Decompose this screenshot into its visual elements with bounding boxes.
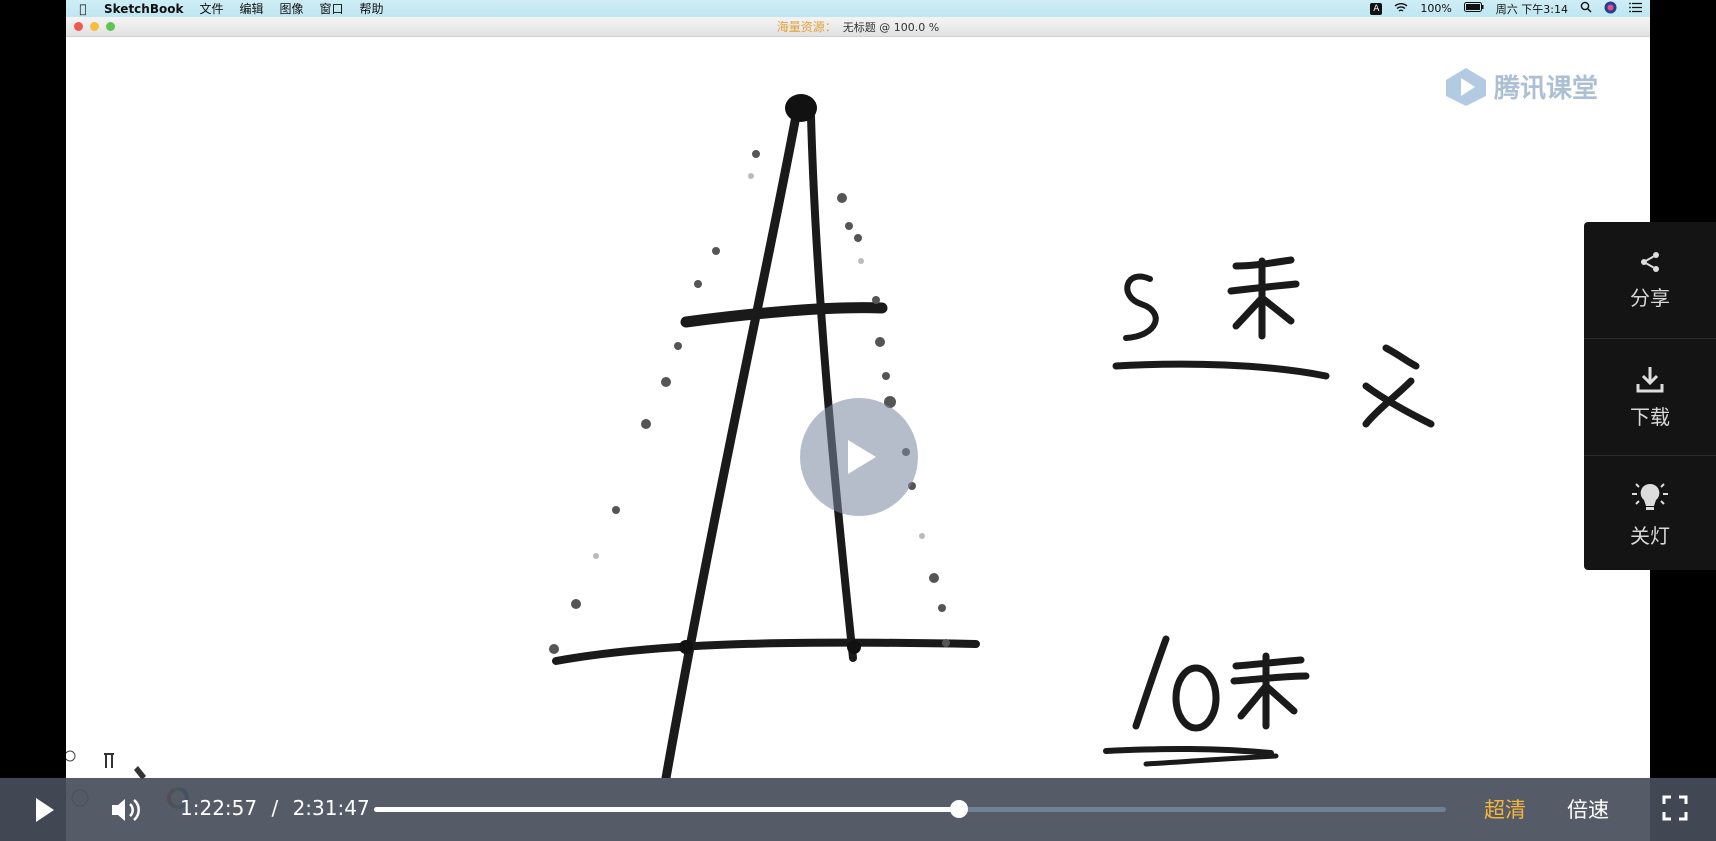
battery-icon[interactable] [1463, 2, 1484, 15]
mac-menubar:  SketchBook 文件 编辑 图像 窗口 帮助 A 100% 周六 下午… [66, 0, 1650, 17]
spotlight-search-icon[interactable] [1580, 1, 1592, 16]
close-window-button[interactable] [74, 22, 83, 31]
apple-icon[interactable]:  [72, 2, 94, 16]
menu-help[interactable]: 帮助 [359, 2, 384, 16]
download-label: 下载 [1630, 404, 1670, 429]
time-separator: / [271, 796, 279, 820]
volume-button[interactable] [110, 796, 144, 829]
progress-knob[interactable] [950, 800, 969, 818]
watermark-title-prefix: 海量资源： [776, 20, 837, 34]
time-display: 1:22:57 / 2:31:47 [180, 796, 370, 820]
siri-icon[interactable] [1604, 1, 1617, 17]
window-titlebar: 海量资源： 无标题 @ 100.0 % [66, 17, 1650, 37]
speed-selector[interactable]: 倍速 [1567, 798, 1609, 822]
share-button[interactable]: 分享 [1584, 222, 1716, 339]
notification-center-icon[interactable] [1629, 2, 1642, 16]
total-duration: 2:31:47 [292, 796, 370, 820]
tencent-classroom-watermark: 腾讯课堂 [1444, 66, 1598, 106]
tencent-classroom-logo-icon [1445, 68, 1486, 106]
fullscreen-icon [1662, 795, 1688, 821]
menu-window[interactable]: 窗口 [319, 2, 344, 16]
menu-file[interactable]: 文件 [199, 2, 224, 16]
wifi-icon[interactable] [1394, 2, 1408, 16]
handwritten-drawing [549, 94, 1435, 783]
play-icon [36, 798, 54, 822]
sketch-canvas[interactable]: 腾讯课堂 [66, 36, 1650, 809]
lights-off-button[interactable]: 关灯 [1584, 456, 1716, 572]
player-control-bar: 1:22:57 / 2:31:47 超清 倍速 [0, 778, 1716, 841]
gear-icon[interactable] [66, 750, 76, 762]
zoom-window-button[interactable] [106, 22, 115, 31]
fullscreen-button[interactable] [1662, 795, 1688, 826]
share-icon [1641, 251, 1659, 272]
volume-icon [112, 799, 140, 821]
center-play-button[interactable] [800, 398, 918, 516]
side-action-panel: 分享 下载 关灯 [1584, 222, 1716, 570]
minimize-window-button[interactable] [90, 22, 99, 31]
download-button[interactable]: 下载 [1584, 339, 1716, 456]
input-source-icon[interactable]: A [1370, 2, 1383, 15]
pen-tool-icon[interactable] [134, 766, 146, 780]
watermark-text: 腾讯课堂 [1493, 73, 1598, 104]
share-label: 分享 [1630, 285, 1670, 310]
battery-percent: 100% [1420, 2, 1452, 15]
progress-fill [374, 807, 960, 812]
current-time: 1:22:57 [180, 796, 258, 820]
app-menu[interactable]: SketchBook [104, 1, 184, 16]
clock[interactable]: 周六 下午3:14 [1495, 2, 1568, 16]
progress-bar[interactable] [374, 800, 1446, 818]
screen-recording-frame:  SketchBook 文件 编辑 图像 窗口 帮助 A 100% 周六 下午… [66, 0, 1650, 841]
download-icon [1636, 366, 1664, 392]
lightbulb-icon [1632, 482, 1668, 510]
quality-selector[interactable]: 超清 [1484, 798, 1526, 822]
menu-image[interactable]: 图像 [279, 2, 304, 16]
menu-edit[interactable]: 编辑 [239, 2, 264, 16]
lights-off-label: 关灯 [1630, 523, 1670, 548]
brush-tool-icon[interactable] [104, 753, 114, 768]
play-icon [848, 440, 876, 474]
window-title: 无标题 @ 100.0 % [842, 20, 940, 34]
window-controls [74, 22, 115, 31]
play-button[interactable] [32, 796, 56, 829]
